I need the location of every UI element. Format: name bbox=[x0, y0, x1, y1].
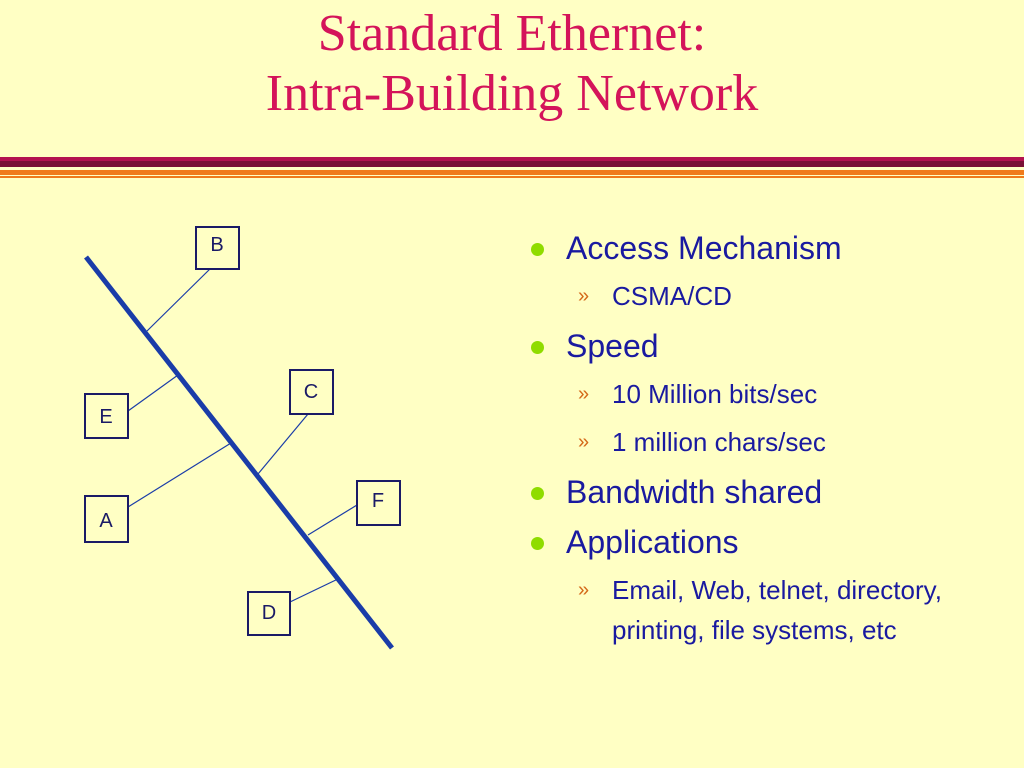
slide-title: Standard Ethernet: Intra-Building Networ… bbox=[0, 4, 1024, 124]
divider-rule bbox=[0, 161, 1024, 167]
bullet-text: Bandwidth shared bbox=[566, 474, 823, 510]
sub-bullet-10-million: » 10 Million bits/sec bbox=[528, 374, 1008, 414]
sub-bullet-csma-cd: » CSMA/CD bbox=[528, 276, 1008, 316]
bullet-text: Access Mechanism bbox=[566, 230, 842, 266]
node-label: E bbox=[99, 406, 112, 428]
title-line-1: Standard Ethernet: bbox=[317, 5, 707, 62]
sub-bullet-text: 1 million chars/sec bbox=[612, 427, 826, 457]
bullet-dot-icon bbox=[531, 243, 544, 256]
divider-rule bbox=[0, 176, 1024, 178]
sub-bullet-text: Email, Web, telnet, directory, printing,… bbox=[612, 575, 942, 645]
node-label: A bbox=[99, 510, 113, 532]
sub-bullet-text: 10 Million bits/sec bbox=[612, 379, 818, 409]
bullet-dot-icon bbox=[531, 341, 544, 354]
sub-bullet-1-million: » 1 million chars/sec bbox=[528, 422, 1008, 462]
bullet-access-mechanism: Access Mechanism bbox=[528, 228, 1008, 268]
drop-line-c bbox=[257, 413, 309, 475]
bullet-dot-icon bbox=[531, 487, 544, 500]
sub-bullet-applications-list: » Email, Web, telnet, directory, printin… bbox=[528, 570, 1008, 650]
node-label: B bbox=[210, 234, 223, 256]
node-d: D bbox=[247, 591, 291, 636]
bullet-text: Speed bbox=[566, 328, 659, 364]
bus-line bbox=[84, 255, 394, 650]
drop-line-d bbox=[289, 577, 341, 603]
divider-rule bbox=[0, 157, 1024, 161]
node-label: C bbox=[304, 381, 318, 403]
node-e: E bbox=[84, 393, 129, 439]
bullet-bandwidth: Bandwidth shared bbox=[528, 472, 1008, 512]
sub-bullet-text: CSMA/CD bbox=[612, 281, 732, 311]
bullet-text: Applications bbox=[566, 524, 739, 560]
drop-line-f bbox=[307, 504, 358, 536]
chevron-icon: » bbox=[578, 579, 590, 601]
title-line-2: Intra-Building Network bbox=[265, 65, 759, 122]
node-f: F bbox=[356, 480, 401, 526]
bullet-speed: Speed bbox=[528, 326, 1008, 366]
chevron-icon: » bbox=[578, 285, 590, 307]
node-label: F bbox=[372, 490, 384, 512]
bullet-dot-icon bbox=[531, 537, 544, 550]
node-b: B bbox=[195, 226, 240, 270]
drop-line-a bbox=[127, 442, 232, 508]
node-label: D bbox=[262, 602, 276, 624]
node-a: A bbox=[84, 495, 129, 543]
node-c: C bbox=[289, 369, 334, 415]
drop-line-b bbox=[146, 264, 215, 332]
bullet-applications: Applications bbox=[528, 522, 1008, 562]
bullet-list: Access Mechanism » CSMA/CD Speed » 10 Mi… bbox=[528, 228, 1008, 650]
chevron-icon: » bbox=[578, 383, 590, 405]
drop-line-e bbox=[127, 374, 179, 412]
divider-rule bbox=[0, 170, 1024, 175]
chevron-icon: » bbox=[578, 431, 590, 453]
